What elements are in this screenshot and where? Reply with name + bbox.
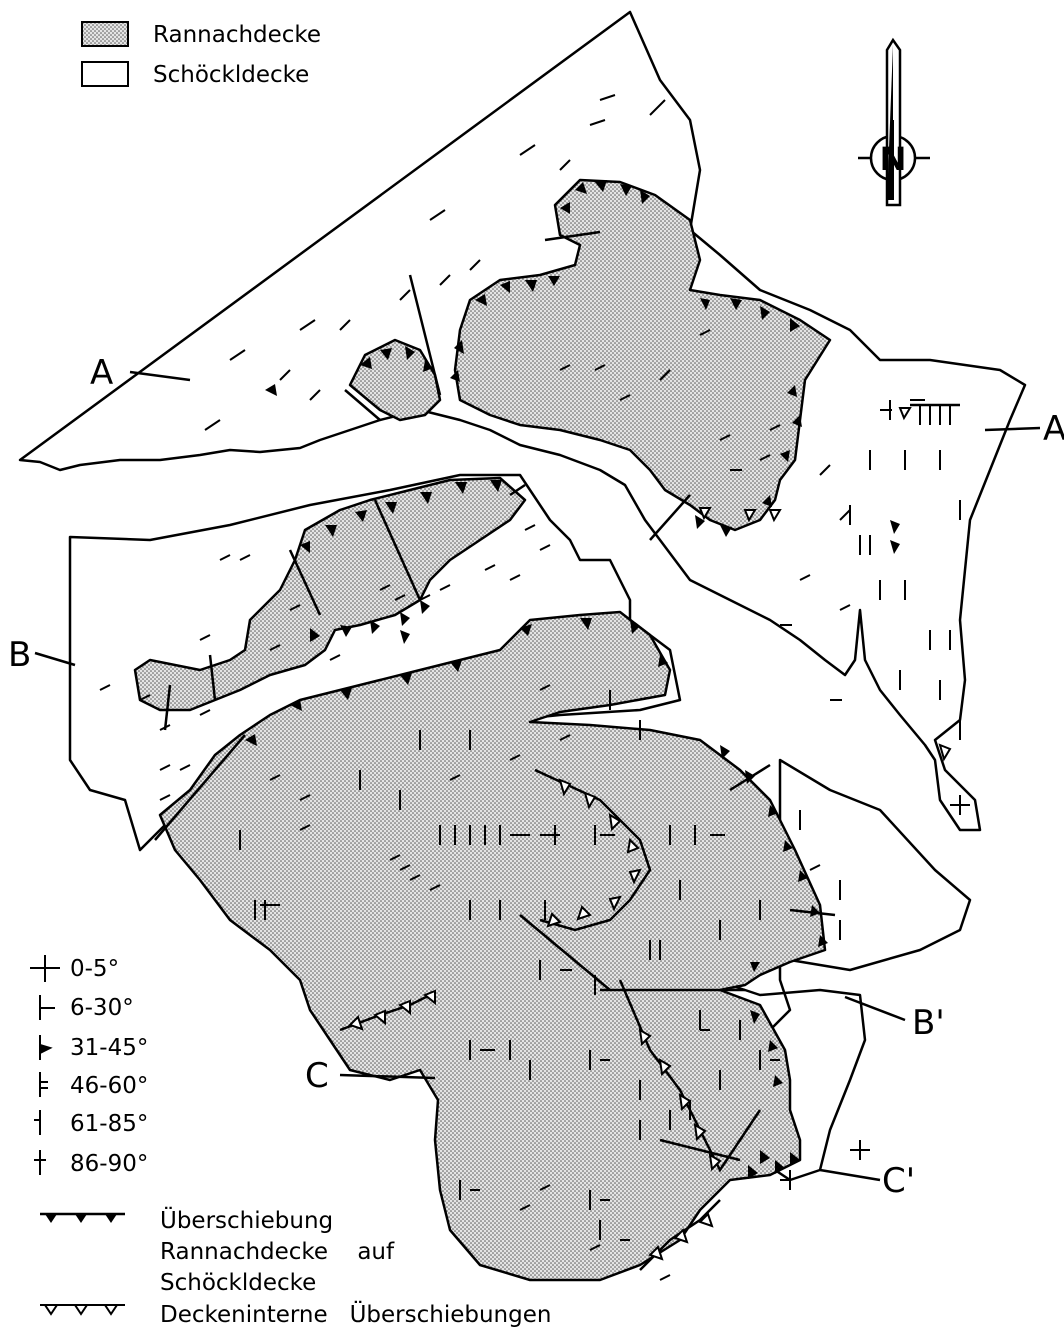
thrust-teeth-filled <box>245 180 900 1179</box>
profile-label-a: A <box>90 353 113 393</box>
fault-legend-internal: Deckeninterne Überschiebungen <box>160 1300 551 1328</box>
fault-line <box>659 1138 741 1162</box>
profile-label-b-prime: B' <box>912 1003 945 1043</box>
fault-legend-line-1: Überschiebung <box>160 1206 333 1234</box>
dip-label-1: 6-30° <box>70 995 134 1021</box>
north-label: N <box>880 140 907 178</box>
open-thrust-symbol-icon <box>40 1304 125 1316</box>
profile-label-c-prime: C' <box>882 1161 915 1201</box>
dip-label-2: 31-45° <box>70 1035 148 1061</box>
fault-line <box>408 274 442 396</box>
dip-label-5: 86-90° <box>70 1151 148 1177</box>
dip-symbol-double-tick-icon <box>39 1072 48 1097</box>
dip-symbol-filled-tick-icon <box>39 1035 53 1060</box>
fault-line <box>649 494 691 541</box>
schoeckl-legend-label: Schöckldecke <box>153 62 309 88</box>
dip-label-3: 46-60° <box>70 1073 148 1099</box>
profile-label-a-prime: A <box>1043 409 1064 449</box>
profile-label-c: C <box>305 1056 329 1096</box>
profile-label-b: B <box>8 635 31 675</box>
rannach-main-block <box>158 610 827 1282</box>
dip-label-0: 0-5° <box>70 956 119 982</box>
dip-symbol-vertical-icon <box>34 1150 46 1175</box>
thrust-teeth-open <box>348 407 952 1261</box>
fault-line <box>163 684 172 731</box>
fault-legend-line-3: Schöckldecke <box>160 1270 316 1296</box>
dip-symbol-one-tick-icon <box>39 995 55 1020</box>
rannach-swatch <box>81 21 129 47</box>
fault-legend-line-2: Rannachdecke auf <box>160 1239 395 1265</box>
compass-north-arrow: N <box>858 37 930 207</box>
unit-legend: Rannachdecke Schöckldecke <box>81 21 321 88</box>
fault-line <box>544 230 601 242</box>
dip-legend <box>30 955 60 1175</box>
dip-symbols <box>99 94 970 1281</box>
rannach-north-block <box>453 178 832 532</box>
dip-symbol-cross-icon <box>30 955 60 982</box>
fault-line <box>509 483 526 497</box>
rannach-units <box>133 178 832 1282</box>
internal-thrust-line <box>534 768 652 932</box>
filled-thrust-symbol-icon <box>40 1212 125 1223</box>
dip-label-4: 61-85° <box>70 1111 148 1137</box>
profile-markers <box>34 370 1041 1182</box>
fault-legend <box>40 1212 125 1316</box>
schoeckl-swatch <box>81 61 129 87</box>
fault-line <box>154 734 246 841</box>
dip-symbol-short-tick-icon <box>34 1110 41 1135</box>
fault-line <box>288 549 322 616</box>
fault-line <box>373 499 422 601</box>
fault-line <box>208 654 217 701</box>
rannach-legend-label: Rannachdecke <box>153 22 321 48</box>
fault-line <box>344 389 381 421</box>
